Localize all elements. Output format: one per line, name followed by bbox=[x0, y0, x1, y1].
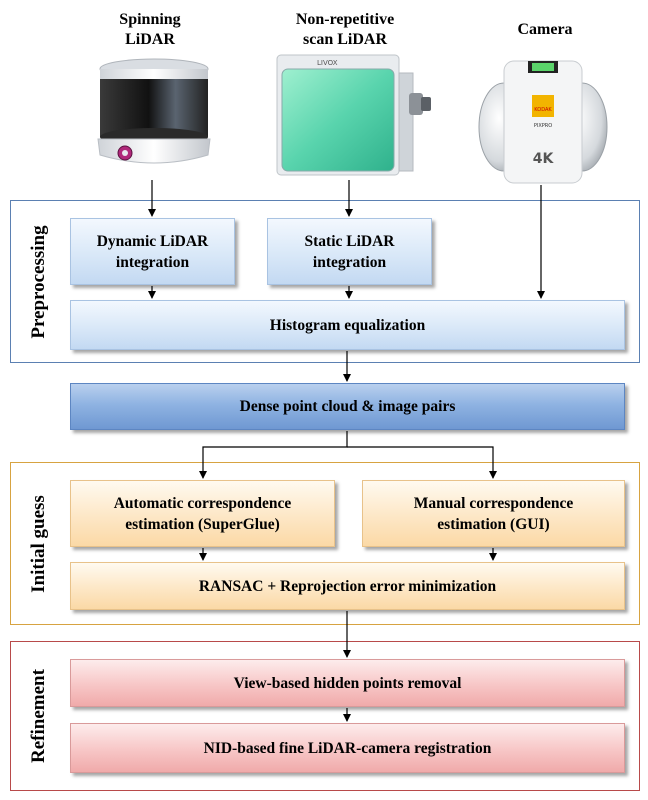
arrow-dense-split bbox=[199, 431, 348, 479]
nonrep-lidar-label: Non-repetitive scan LiDAR bbox=[295, 11, 395, 48]
manual-correspondence-box: Manual correspondence estimation (GUI) bbox=[362, 480, 625, 547]
camera-label: Camera bbox=[517, 21, 573, 38]
preprocessing-section bbox=[10, 200, 640, 363]
spinning-lidar-label: Spinning LiDAR bbox=[119, 11, 181, 48]
refinement-section bbox=[10, 641, 640, 791]
dense-point-cloud-box: Dense point cloud & image pairs bbox=[70, 383, 625, 430]
camera-model: PIXPRO bbox=[534, 123, 552, 129]
nid-registration-box: NID-based fine LiDAR-camera registration bbox=[70, 723, 625, 773]
camera-brand: KODAK bbox=[534, 107, 552, 113]
livox-lidar-icon: LIVOX bbox=[276, 54, 431, 176]
initial-guess-section bbox=[10, 462, 640, 625]
livox-brand: LIVOX bbox=[317, 59, 338, 67]
hidden-points-removal-box: View-based hidden points removal bbox=[70, 659, 625, 707]
histogram-equalization-box: Histogram equalization bbox=[70, 300, 625, 350]
dynamic-lidar-integration-box: Dynamic LiDAR integration bbox=[70, 218, 235, 285]
360-camera-icon: KODAK PIXPRO 4K bbox=[478, 60, 608, 184]
camera-4k-badge: 4K bbox=[533, 151, 555, 167]
automatic-correspondence-box: Automatic correspondence estimation (Sup… bbox=[70, 480, 335, 547]
spinning-lidar-icon bbox=[97, 58, 211, 164]
ransac-box: RANSAC + Reprojection error minimization bbox=[70, 562, 625, 610]
static-lidar-integration-box: Static LiDAR integration bbox=[267, 218, 432, 285]
arrow-dense-split-right bbox=[347, 446, 497, 479]
